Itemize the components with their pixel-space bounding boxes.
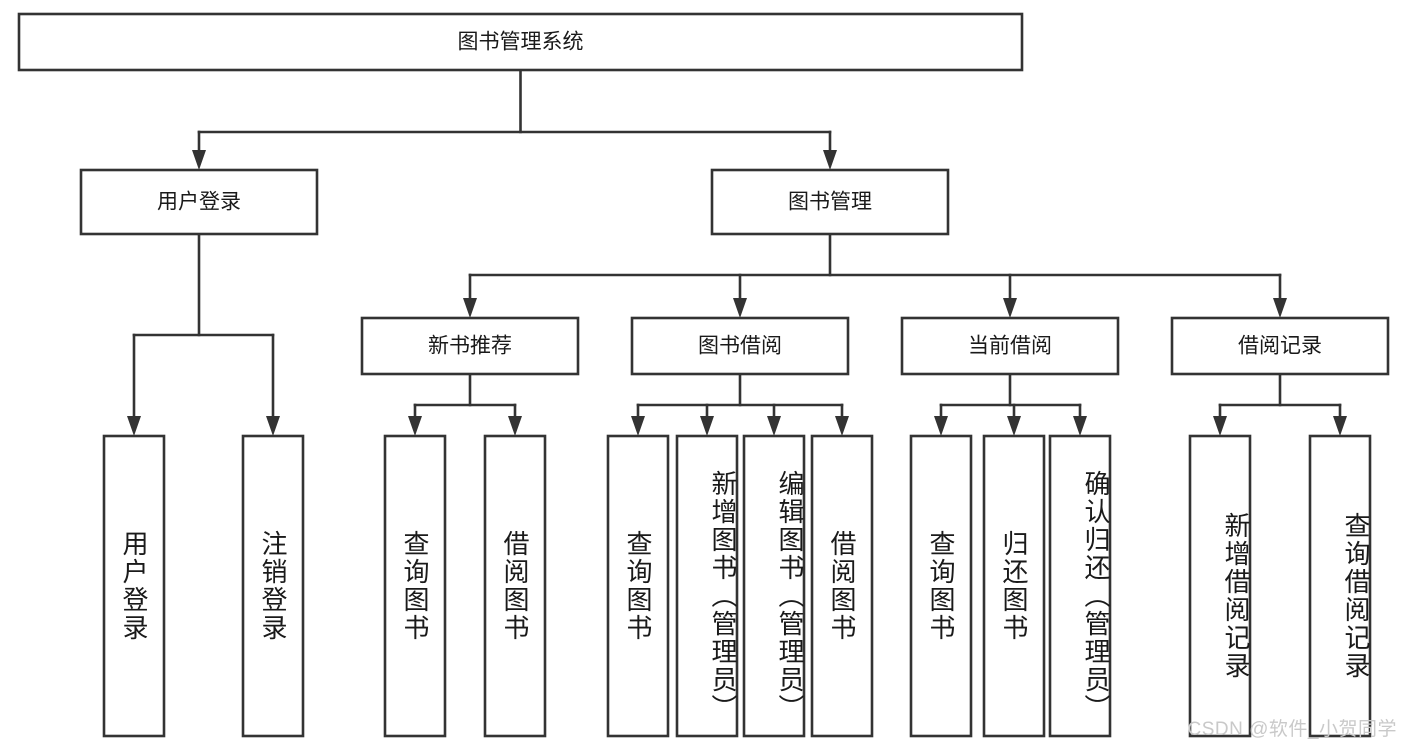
node-box[interactable] — [360, 316, 580, 376]
arrow-head-icon — [463, 298, 477, 318]
node-leaf-query-book-current[interactable] — [909, 434, 973, 738]
arrow-head-icon — [508, 416, 522, 436]
arrow-head-icon — [266, 416, 280, 436]
node-box[interactable] — [79, 168, 319, 236]
arrow-head-icon — [733, 298, 747, 318]
node-label: 当前借阅 — [968, 335, 1052, 358]
arrow-head-icon — [700, 416, 714, 436]
connector-bookmanage-to-level3 — [463, 232, 1287, 318]
node-leaf-query-book-recommend[interactable] — [383, 434, 447, 738]
connector-record-to-leaves — [1213, 372, 1347, 436]
arrow-head-icon — [1073, 416, 1087, 436]
arrow-head-icon — [408, 416, 422, 436]
node-leaf-borrow-book-recommend[interactable] — [483, 434, 547, 738]
arrow-head-icon — [127, 416, 141, 436]
node-leaf-borrow-book[interactable] — [810, 434, 874, 738]
node-label: 图书管理 — [788, 191, 872, 214]
node-box[interactable] — [383, 434, 447, 738]
node-book-borrow[interactable]: 图书借阅 — [630, 316, 850, 376]
arrow-head-icon — [192, 150, 206, 170]
node-box[interactable] — [742, 434, 806, 738]
node-leaf-logout[interactable] — [241, 434, 305, 738]
node-box[interactable] — [1188, 434, 1252, 738]
node-box[interactable] — [483, 434, 547, 738]
node-box[interactable] — [710, 168, 950, 236]
node-box[interactable] — [102, 434, 166, 738]
arrow-head-icon — [934, 416, 948, 436]
node-label: 用户登录 — [157, 191, 241, 214]
connector-root-to-level2 — [192, 68, 837, 170]
node-root[interactable]: 图书管理系统 — [17, 12, 1024, 72]
node-box[interactable] — [810, 434, 874, 738]
node-box[interactable] — [630, 316, 850, 376]
node-box[interactable] — [1048, 434, 1112, 738]
node-box[interactable] — [1170, 316, 1390, 376]
arrow-head-icon — [1273, 298, 1287, 318]
arrow-head-icon — [1007, 416, 1021, 436]
node-label: 新书推荐 — [428, 335, 512, 358]
node-box[interactable] — [1308, 434, 1372, 738]
node-current-borrow[interactable]: 当前借阅 — [900, 316, 1120, 376]
arrow-head-icon — [1333, 416, 1347, 436]
node-leaf-edit-book[interactable] — [742, 434, 806, 738]
node-box[interactable] — [675, 434, 739, 738]
watermark-text: CSDN @软件_小贺同学 — [1187, 719, 1397, 740]
connector-borrow-to-leaves — [631, 372, 849, 436]
node-leaf-add-book[interactable] — [675, 434, 739, 738]
node-label: 图书管理系统 — [458, 31, 584, 54]
node-box[interactable] — [909, 434, 973, 738]
node-label: 图书借阅 — [698, 335, 782, 358]
connector-userlogin-to-leaves — [127, 232, 280, 436]
node-leaf-query-borrow-record[interactable] — [1308, 434, 1372, 738]
node-leaf-user-login[interactable] — [102, 434, 166, 738]
node-box[interactable] — [606, 434, 670, 738]
node-borrow-record[interactable]: 借阅记录 — [1170, 316, 1390, 376]
node-label: 借阅记录 — [1238, 335, 1322, 358]
node-book-manage[interactable]: 图书管理 — [710, 168, 950, 236]
arrow-head-icon — [767, 416, 781, 436]
arrow-head-icon — [1003, 298, 1017, 318]
node-user-login[interactable]: 用户登录 — [79, 168, 319, 236]
node-box[interactable] — [17, 12, 1024, 72]
node-leaf-add-borrow-record[interactable] — [1188, 434, 1252, 738]
node-leaf-confirm-return[interactable] — [1048, 434, 1112, 738]
node-leaf-query-book-borrow[interactable] — [606, 434, 670, 738]
connector-layer — [127, 68, 1347, 436]
connector-recommend-to-leaves — [408, 372, 522, 436]
node-box[interactable] — [241, 434, 305, 738]
arrow-head-icon — [835, 416, 849, 436]
arrow-head-icon — [823, 150, 837, 170]
node-box[interactable] — [982, 434, 1046, 738]
arrow-head-icon — [1213, 416, 1227, 436]
arrow-head-icon — [631, 416, 645, 436]
node-box[interactable] — [900, 316, 1120, 376]
node-new-book-recommend[interactable]: 新书推荐 — [360, 316, 580, 376]
connector-current-to-leaves — [934, 372, 1087, 436]
node-leaf-return-book[interactable] — [982, 434, 1046, 738]
